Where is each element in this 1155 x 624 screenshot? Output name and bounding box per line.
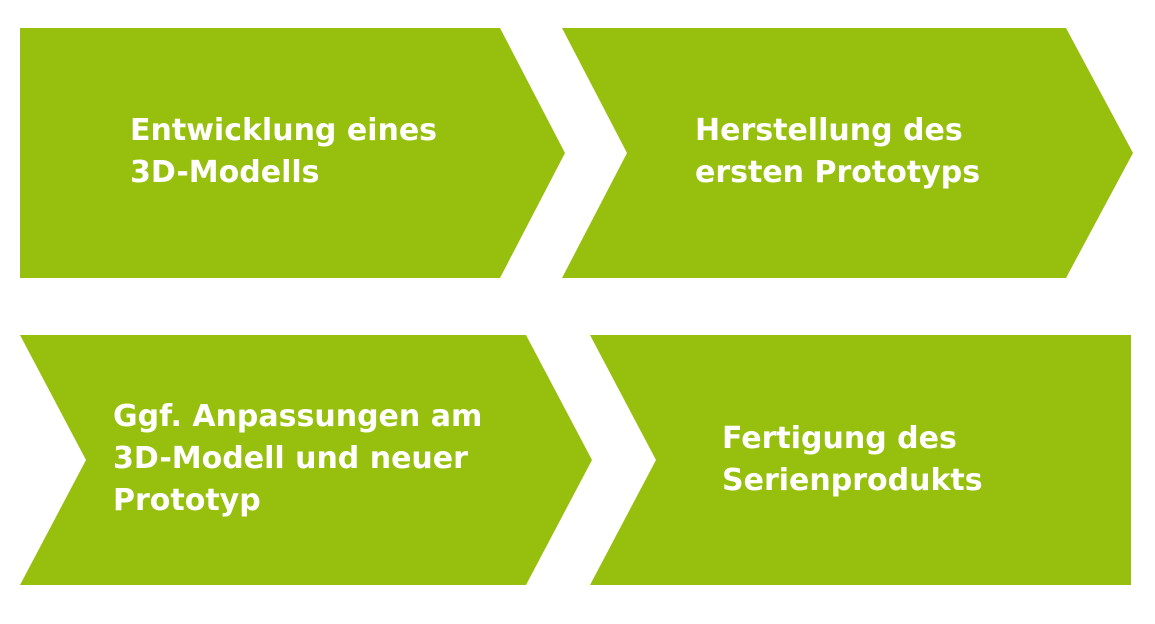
step-4-arrow [590,335,1131,585]
step-3-label: Ggf. Anpassungen am 3D-Modell und neuer … [113,399,483,518]
step-3-arrow [20,335,592,585]
step-2-label: Herstellung des ersten Prototyps [695,113,981,190]
step-1-arrow [20,28,565,278]
step-4-label: Fertigung des Serienprodukts [722,421,983,498]
step-1-label: Entwicklung eines 3D-Modells [130,113,438,190]
step-2-arrow [562,28,1133,278]
